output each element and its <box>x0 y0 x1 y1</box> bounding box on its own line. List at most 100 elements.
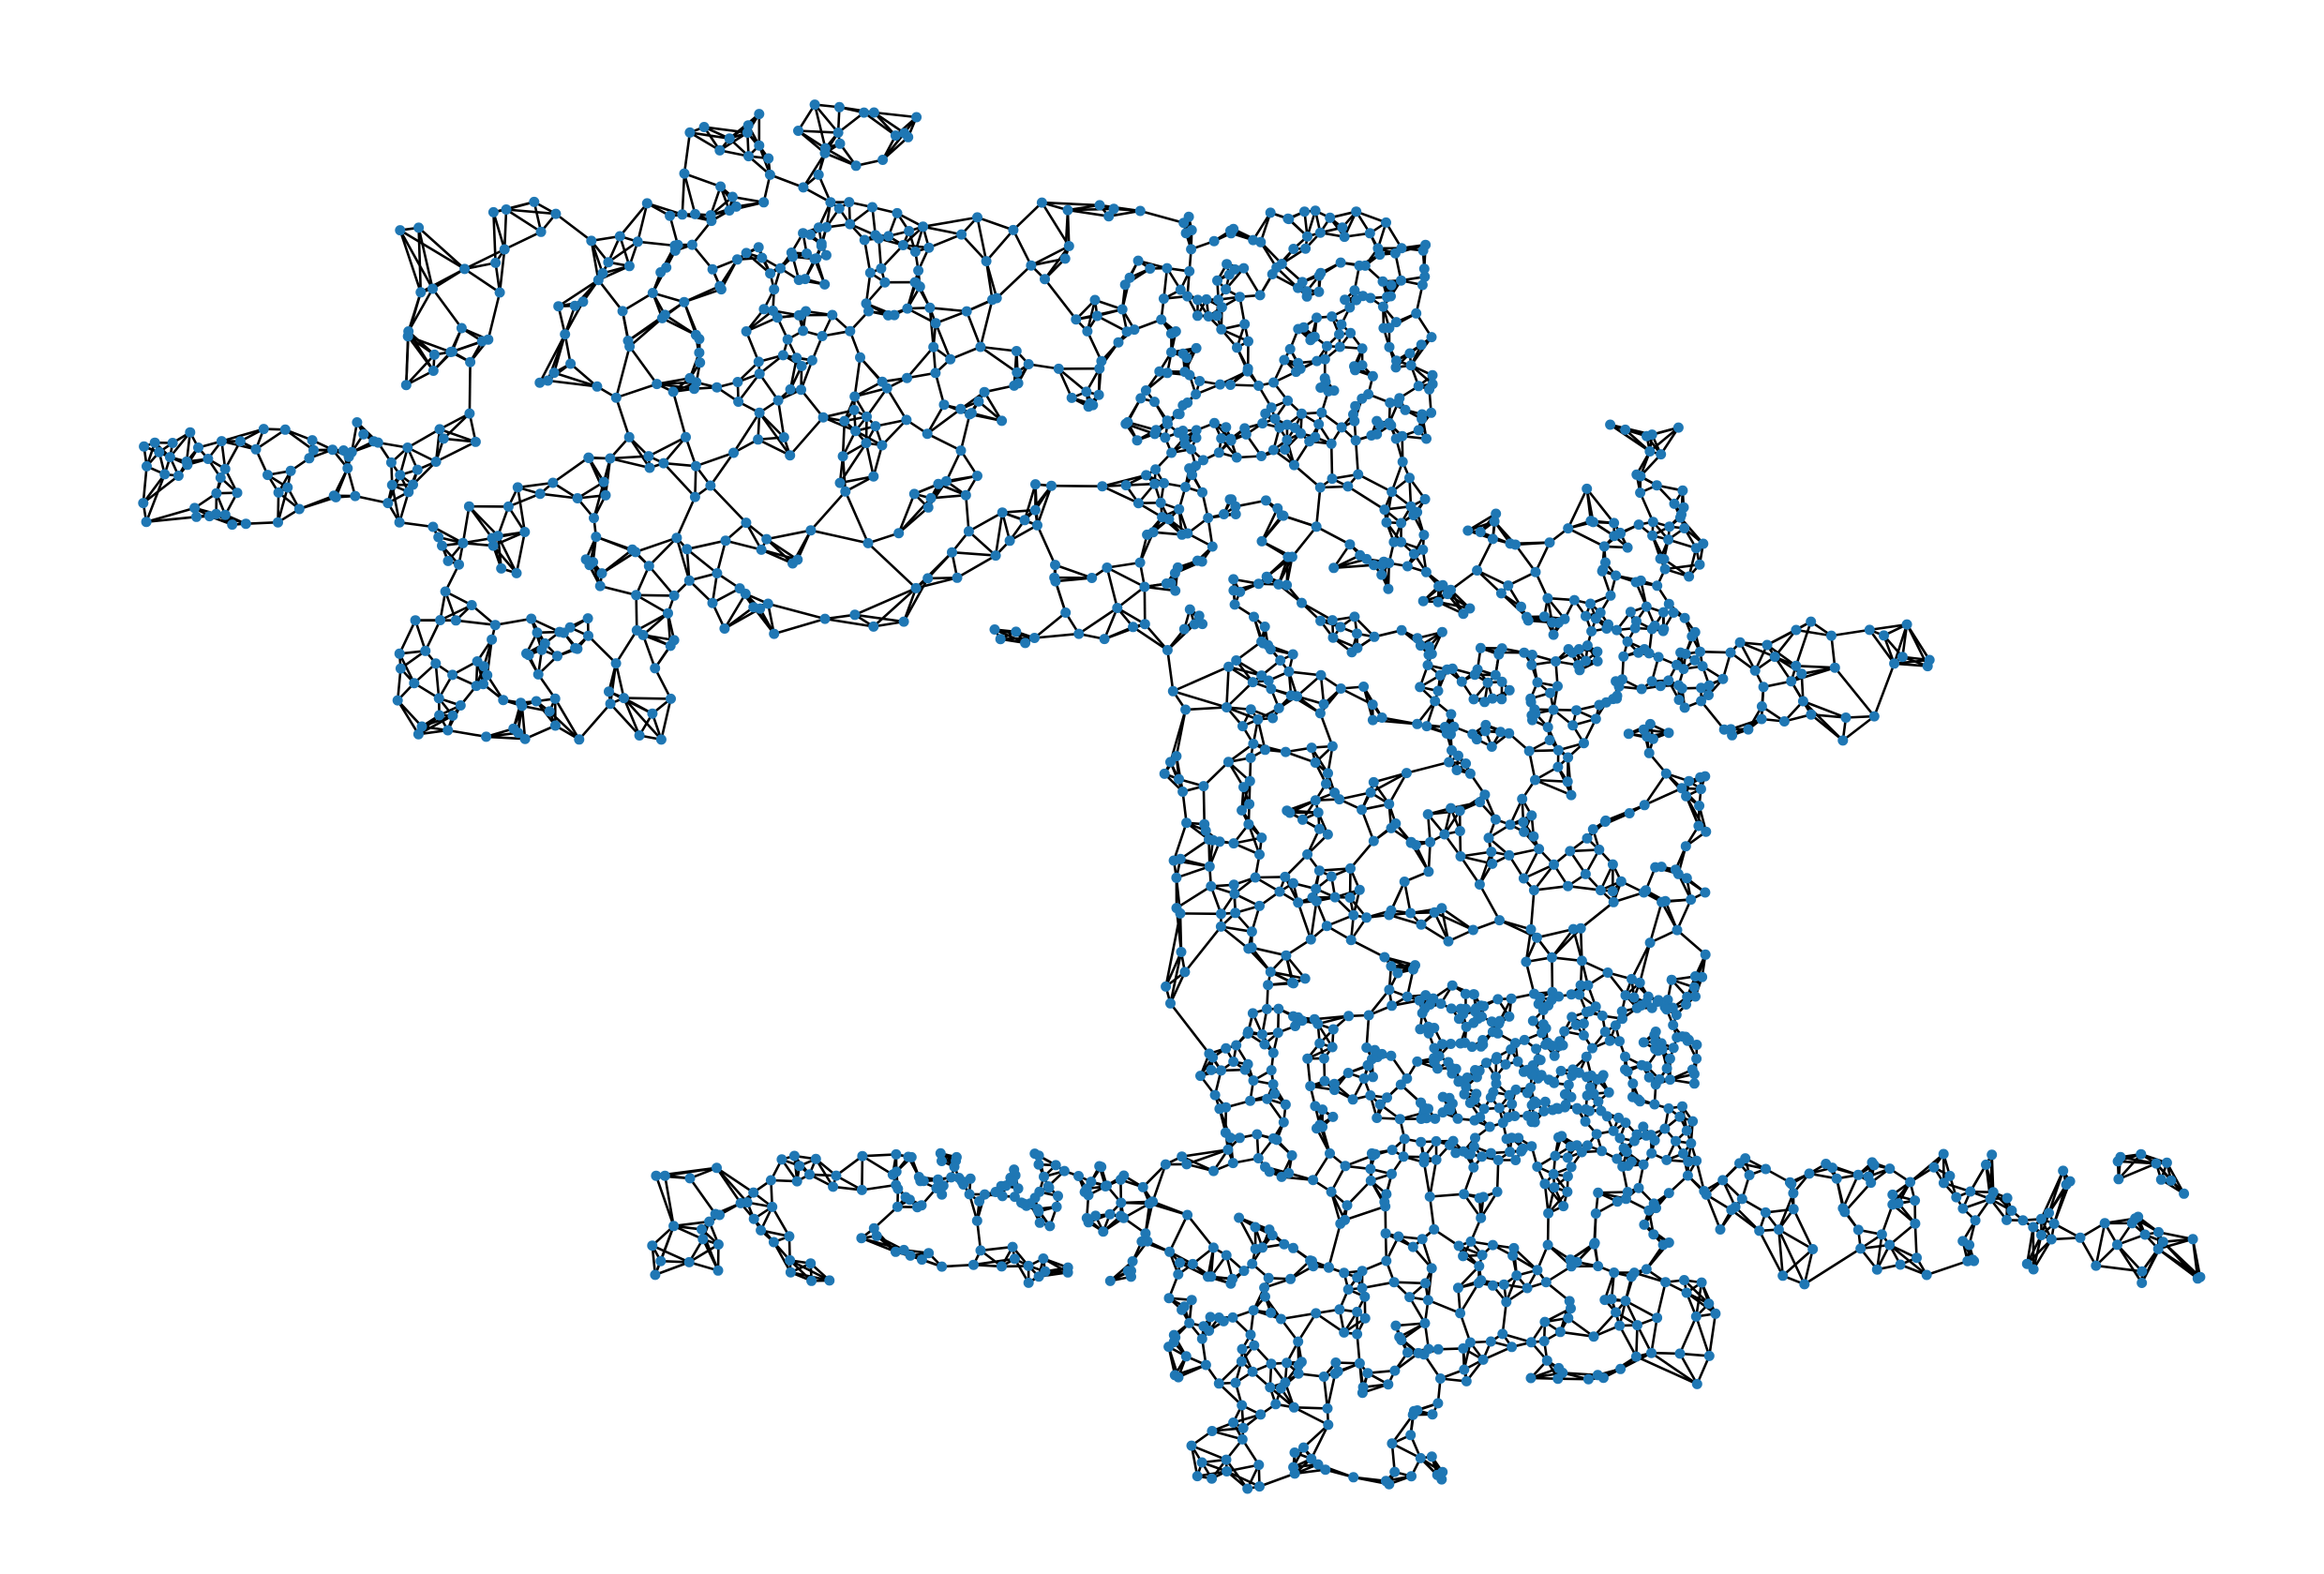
graph-edge <box>547 379 598 388</box>
graph-edge <box>1225 706 1259 721</box>
graph-edge <box>745 251 772 275</box>
graph-edge <box>520 705 527 740</box>
graph-edge <box>648 436 687 457</box>
graph-edge <box>246 520 278 525</box>
graph-edge <box>1102 607 1119 640</box>
graph-edge <box>1381 716 1417 726</box>
graph-edge <box>407 335 452 353</box>
graph-edge <box>641 634 656 669</box>
graph-edge <box>397 699 420 735</box>
graph-edge <box>1926 1259 1969 1277</box>
graph-edge <box>1478 851 1493 885</box>
graph-edge <box>1830 635 1837 668</box>
graph-edge <box>1103 622 1146 640</box>
graph-edge <box>413 620 427 652</box>
graph-edge <box>642 634 675 642</box>
graph-edge <box>1034 484 1039 526</box>
graph-edge <box>769 173 804 189</box>
graph-edge <box>515 532 527 574</box>
graph-edge <box>959 413 971 451</box>
graph-edge <box>758 372 780 401</box>
graph-edge <box>1329 443 1334 479</box>
graph-edge <box>1585 487 1615 524</box>
graph-edge <box>495 617 532 626</box>
graph-edge <box>277 487 290 523</box>
graph-edge <box>517 481 553 489</box>
graph-edge <box>1522 863 1555 880</box>
graph-edge <box>675 496 697 539</box>
graph-edge <box>1344 1205 1387 1222</box>
graph-edge <box>1105 567 1119 608</box>
graph-edge <box>623 697 671 700</box>
graph-edge <box>865 387 889 418</box>
graph-edge <box>1096 314 1128 333</box>
graph-edge <box>773 617 826 636</box>
graph-edge <box>965 495 970 532</box>
graph-edge <box>615 382 658 399</box>
graph-edge <box>688 1177 717 1215</box>
graph-edge <box>487 292 502 340</box>
graph-edge <box>1390 461 1404 493</box>
graph-edge <box>1664 562 1701 571</box>
graph-edge <box>417 227 423 292</box>
graph-edge <box>538 333 566 383</box>
graph-edge <box>771 1206 791 1237</box>
graph-edge <box>854 381 883 398</box>
graph-edge <box>1354 440 1359 475</box>
graph-edge <box>1067 203 1101 212</box>
graph-edge <box>960 233 988 262</box>
graph-edge <box>1534 884 1568 892</box>
graph-edge <box>1758 1230 1784 1277</box>
graph-edge <box>1151 1163 1167 1203</box>
graph-edge <box>712 587 741 605</box>
graph-edge <box>984 261 994 300</box>
graph-edge <box>417 227 434 290</box>
graph-edge <box>928 307 935 348</box>
graph-edge <box>1792 1208 1814 1251</box>
graph-edge <box>1063 210 1070 259</box>
graph-edge <box>671 391 687 438</box>
graph-edge <box>715 1166 755 1194</box>
graph-edge <box>498 248 506 293</box>
graph-edge <box>1310 901 1318 940</box>
graph-edge <box>609 457 651 470</box>
graph-edge <box>934 322 952 360</box>
graph-edge <box>886 387 908 421</box>
graph-edge <box>681 173 686 215</box>
graph-edge <box>1333 563 1374 570</box>
graph-edge <box>1524 961 1536 995</box>
graph-edge <box>652 292 685 304</box>
graph-edge <box>587 635 618 665</box>
graph-edge <box>1086 330 1103 362</box>
graph-edge <box>662 436 687 464</box>
graph-edge <box>1433 911 1450 942</box>
graph-edge <box>766 529 812 541</box>
graph-edge <box>622 697 641 736</box>
graph-edge <box>407 335 436 356</box>
graph-edge <box>683 285 721 304</box>
graph-edge <box>1498 919 1537 939</box>
graph-edge <box>1579 928 1583 961</box>
graph-edge <box>635 593 669 615</box>
graph-edge <box>1909 1153 1945 1183</box>
graph-edge <box>1178 913 1183 952</box>
graph-edge <box>663 461 697 468</box>
graph-edge <box>434 663 441 699</box>
graph-edge <box>1739 641 1776 658</box>
graph-edge <box>715 540 727 574</box>
graph-edge <box>979 299 994 348</box>
graph-edge <box>935 309 967 325</box>
graph-edge <box>608 663 618 704</box>
graph-edge <box>1009 524 1039 542</box>
graph-edge <box>1449 569 1478 592</box>
graph-edge <box>1164 913 1182 987</box>
graph-edge <box>800 359 814 391</box>
graph-edge <box>845 475 875 493</box>
graph-edge <box>1270 970 1306 981</box>
graph-edge <box>2026 1238 2053 1266</box>
graph-edge <box>1537 927 1574 939</box>
graph-edge <box>552 457 590 485</box>
graph-edge <box>588 457 607 496</box>
graph-edge <box>636 593 675 597</box>
graph-edge <box>1514 544 1537 573</box>
